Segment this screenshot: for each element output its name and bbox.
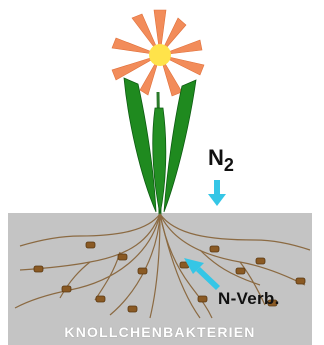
down-arrow-icon <box>208 180 226 206</box>
flower-center <box>149 44 171 66</box>
leaf-icon <box>124 78 156 212</box>
compound-label: N-Verb. <box>218 290 280 307</box>
gas-subscript: 2 <box>224 155 234 175</box>
caption-band: KNOLLCHENBAKTERIEN <box>8 320 312 344</box>
leaf-icon <box>164 80 196 212</box>
caption-label: KNOLLCHENBAKTERIEN <box>8 320 312 344</box>
gas-label: N2 <box>208 147 234 174</box>
